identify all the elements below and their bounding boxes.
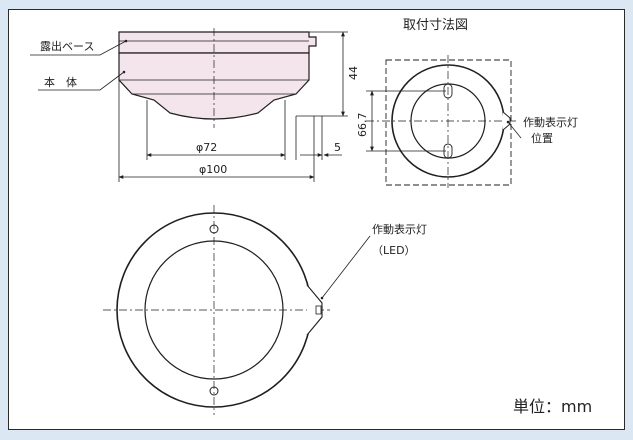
screw-hole-top	[443, 83, 453, 99]
indicator-position-mark	[502, 111, 511, 131]
screw-hole-bottom	[443, 143, 453, 159]
dimension-offset: 5	[334, 141, 341, 154]
dimension-outer-diameter: φ100	[199, 163, 227, 176]
bottom-hole-bottom	[209, 386, 219, 396]
mounting-diagram	[366, 55, 522, 188]
mounting-diagram-title: 取付寸法図	[403, 18, 468, 33]
main-body-label: 本 体	[44, 75, 77, 89]
main-body-shape	[118, 52, 310, 120]
indicator-position-label: 位置	[531, 131, 553, 145]
dimension-height: 44	[347, 66, 360, 80]
indicator-lamp-label-top: 作動表示灯	[523, 115, 578, 129]
dimension-inner-diameter: φ72	[196, 141, 217, 154]
dimension-hole-pitch: 66.7	[356, 113, 369, 138]
led-indicator	[306, 284, 323, 336]
indicator-lamp-label-bottom: 作動表示灯	[372, 222, 427, 236]
side-view-leaders	[30, 39, 128, 91]
bottom-hole-top	[209, 224, 219, 234]
side-view-dimensions	[118, 31, 348, 182]
led-label: （LED）	[372, 244, 416, 257]
exposed-base-shape	[118, 31, 317, 54]
side-view	[118, 28, 317, 128]
unit-label: 単位：mm	[513, 397, 592, 416]
exposed-base-label: 露出ベース	[40, 39, 94, 53]
mounting-box-outline	[385, 59, 512, 186]
drawing-panel	[8, 9, 625, 430]
bottom-view	[103, 205, 371, 415]
